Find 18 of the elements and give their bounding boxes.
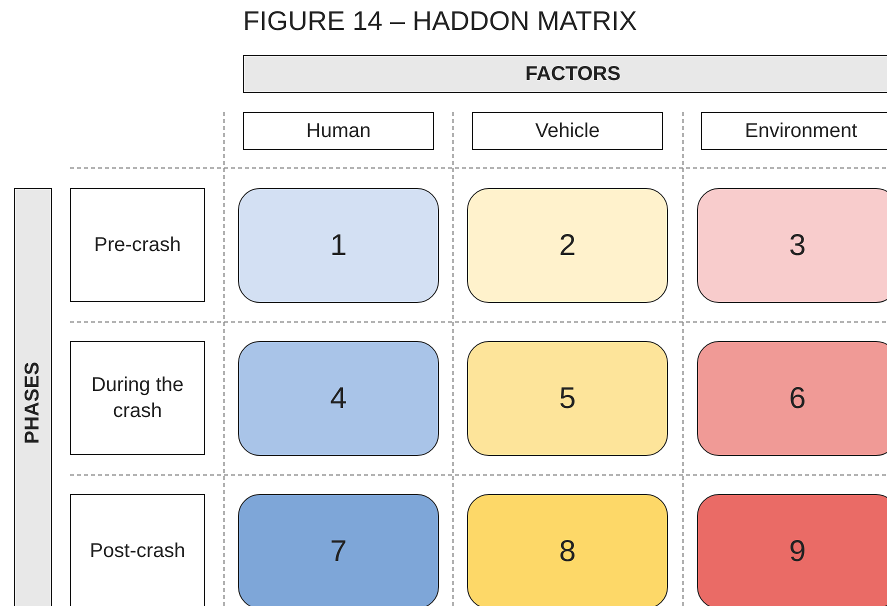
- matrix-cell: 3: [697, 188, 887, 303]
- column-header: Environment: [701, 112, 887, 150]
- matrix-cell: 4: [238, 341, 439, 456]
- matrix-cell: 9: [697, 494, 887, 606]
- phases-band: PHASES: [14, 188, 52, 606]
- matrix-cell: 1: [238, 188, 439, 303]
- row-header: During the crash: [70, 341, 205, 455]
- matrix-cell: 2: [467, 188, 668, 303]
- figure-title: FIGURE 14 – HADDON MATRIX: [243, 6, 638, 37]
- factors-band: FACTORS: [243, 55, 887, 93]
- matrix-cell: 8: [467, 494, 668, 606]
- column-header: Human: [243, 112, 434, 150]
- matrix-cell: 5: [467, 341, 668, 456]
- row-header: Post-crash: [70, 494, 205, 606]
- column-header: Vehicle: [472, 112, 663, 150]
- matrix-cell: 7: [238, 494, 439, 606]
- matrix-cell: 6: [697, 341, 887, 456]
- row-header: Pre-crash: [70, 188, 205, 302]
